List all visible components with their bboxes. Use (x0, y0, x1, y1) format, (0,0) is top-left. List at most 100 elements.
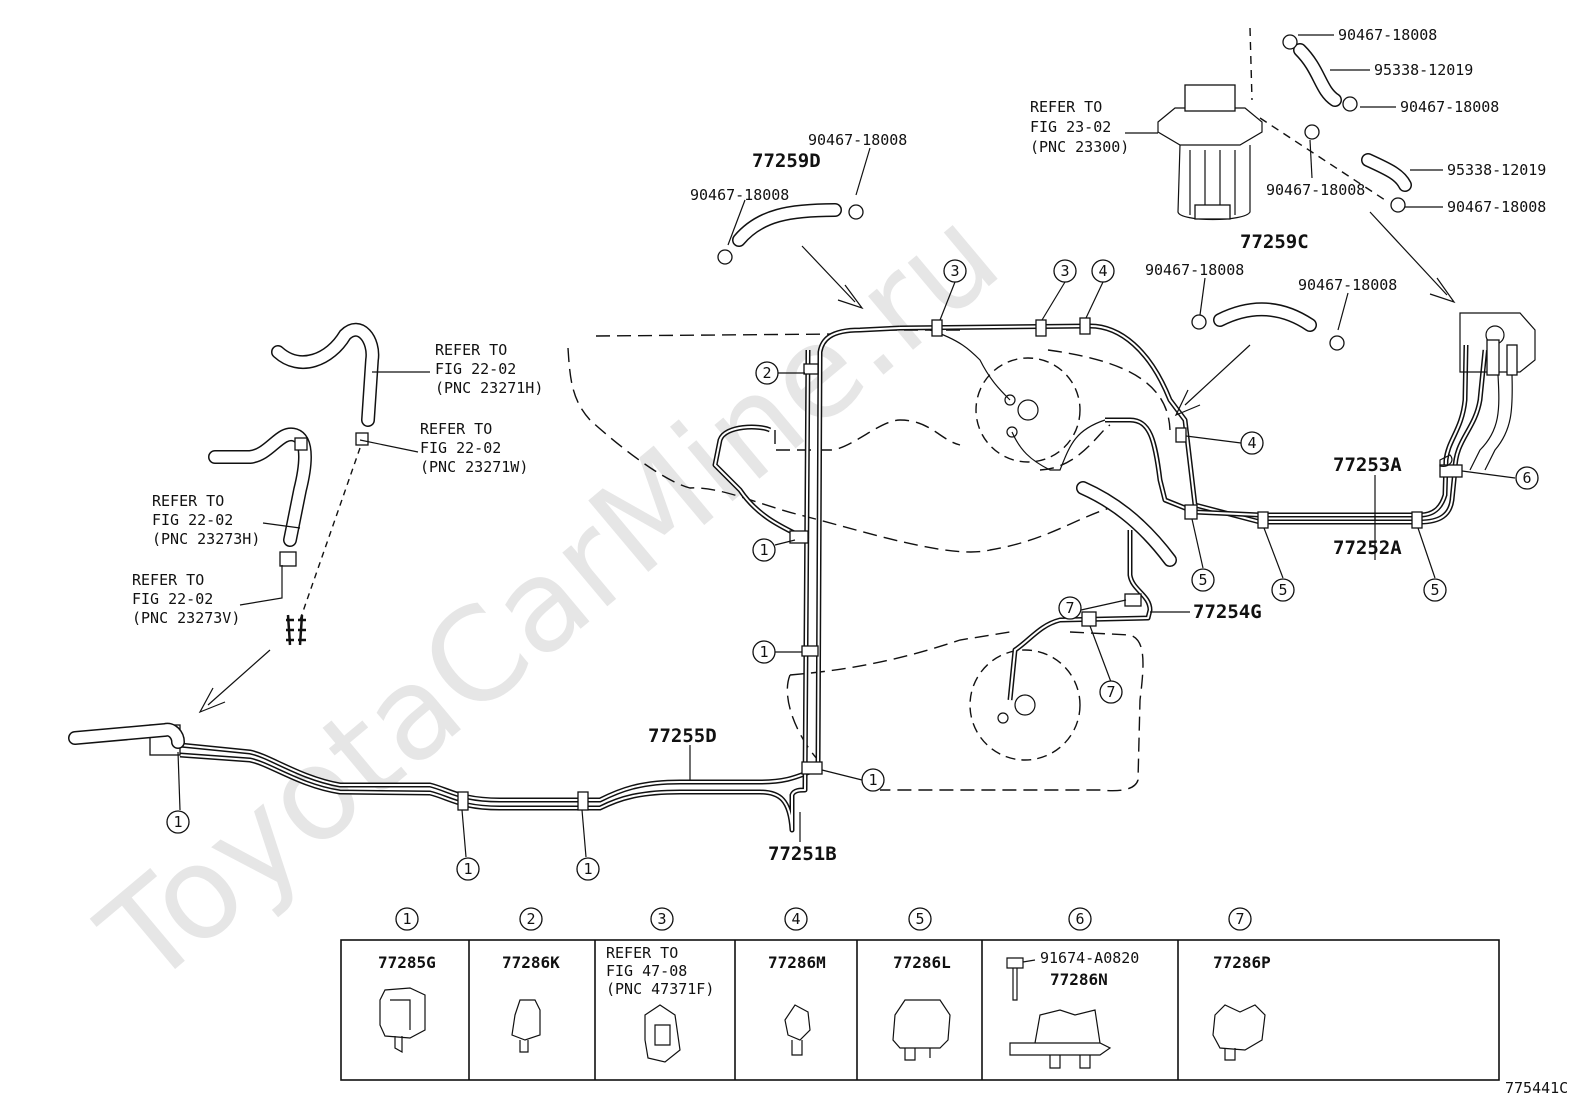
legend-part-77286k: 77286K (502, 953, 560, 972)
callout-1-d: 1 (166, 810, 190, 834)
callout-5-a: 5 (1191, 568, 1215, 592)
legend-part-77286p: 77286P (1213, 953, 1271, 972)
clip-77286m-icon (784, 1004, 811, 1056)
clip-77286n-icon (1009, 1009, 1112, 1069)
fuel-pump-bottom (969, 649, 1081, 761)
clamp-label-6: 90467-18008 (690, 186, 789, 204)
ref-23271w-line2: FIG 22-02 (420, 439, 501, 457)
svg-text:7: 7 (1065, 599, 1074, 617)
clamp-label-8: 90467-18008 (1298, 276, 1397, 294)
callout-1-f: 1 (576, 857, 600, 881)
callouts: 3 3 4 2 4 6 1 5 5 5 7 1 7 1 1 1 1 (166, 259, 1539, 881)
legend-col-6: 6 91674-A0820 77286N (1006, 907, 1139, 1069)
svg-text:5: 5 (1278, 581, 1287, 599)
legend-col-4: 4 77286M (768, 907, 826, 1056)
svg-text:1: 1 (868, 771, 877, 789)
callout-7-b: 7 (1099, 680, 1123, 704)
ref-23271h-line2: FIG 22-02 (435, 360, 516, 378)
ref-23300-line3: (PNC 23300) (1030, 138, 1129, 156)
callout-1-e: 1 (456, 857, 480, 881)
part-labels: REFER TO FIG 22-02 (PNC 23271H) REFER TO… (132, 26, 1546, 865)
hose-label-1: 95338-12019 (1374, 61, 1473, 79)
callout-4-a: 4 (1091, 259, 1115, 283)
fuel-pump-top (975, 357, 1081, 463)
ref-23300-line1: REFER TO (1030, 98, 1102, 116)
legend-bolt-91674-a0820: 91674-A0820 (1040, 949, 1139, 967)
svg-text:5: 5 (915, 910, 924, 928)
svg-text:4: 4 (791, 910, 800, 928)
svg-text:4: 4 (1247, 434, 1256, 452)
callout-4-b: 4 (1240, 431, 1264, 455)
legend-part-77286m: 77286M (768, 953, 826, 972)
ref-23271h-line3: (PNC 23271H) (435, 379, 543, 397)
legend-col-3: 3 REFER TO FIG 47-08 (PNC 47371F) (606, 907, 714, 1063)
callout-1-c: 1 (861, 768, 885, 792)
legend-part-77286n: 77286N (1050, 970, 1108, 989)
svg-text:1: 1 (759, 643, 768, 661)
evap-canister (1157, 84, 1263, 221)
legend-ref-line1: REFER TO (606, 944, 678, 962)
callout-1-b: 1 (752, 640, 776, 664)
callout-1-a: 1 (752, 538, 776, 562)
canister-hoses (732, 43, 1412, 332)
fuel-tank-lower-outline (786, 631, 1144, 792)
part-77251b: 77251B (768, 843, 837, 865)
ref-23300-line2: FIG 23-02 (1030, 118, 1111, 136)
callout-6: 6 (1515, 466, 1539, 490)
hose-clamps (717, 34, 1406, 351)
legend-part-77286l: 77286L (893, 953, 951, 972)
part-77259c: 77259C (1240, 231, 1309, 253)
clamp-label-3: 90467-18008 (1266, 181, 1365, 199)
direction-arrows (198, 211, 1456, 714)
fuel-lines (179, 323, 1488, 833)
clamp-label-4: 90467-18008 (1447, 198, 1546, 216)
callout-7-a: 7 (1058, 596, 1082, 620)
part-77253a: 77253A (1333, 454, 1402, 476)
legend-col-1: 1 77285G (378, 907, 436, 1054)
vent-valve-bracket (1439, 312, 1536, 471)
bolt-icon (1006, 957, 1036, 1001)
clip-77286l-icon (892, 999, 951, 1061)
ref-23273h-line3: (PNC 23273H) (152, 530, 260, 548)
hose-label-2: 95338-12019 (1447, 161, 1546, 179)
svg-text:3: 3 (657, 910, 666, 928)
part-77259d: 77259D (752, 150, 821, 172)
clip-77286p-icon (1212, 1004, 1266, 1061)
ref-23271w-line1: REFER TO (420, 420, 492, 438)
svg-text:6: 6 (1522, 469, 1531, 487)
ref-23273h-line2: FIG 22-02 (152, 511, 233, 529)
callout-3-b: 3 (1053, 259, 1077, 283)
svg-text:5: 5 (1430, 581, 1439, 599)
svg-text:1: 1 (402, 910, 411, 928)
svg-text:7: 7 (1235, 910, 1244, 928)
clamp-label-7: 90467-18008 (1145, 261, 1244, 279)
svg-text:1: 1 (463, 860, 472, 878)
clamp-label-5: 90467-18008 (808, 131, 907, 149)
callout-5-b: 5 (1271, 578, 1295, 602)
clip-77286k-icon (511, 999, 541, 1053)
legend-part-77285g: 77285G (378, 953, 436, 972)
reference-hoses (68, 322, 380, 749)
legend-col-5: 5 77286L (892, 907, 951, 1061)
legend-ref-line2: FIG 47-08 (606, 962, 687, 980)
part-77255d: 77255D (648, 725, 717, 747)
svg-text:6: 6 (1075, 910, 1084, 928)
callout-3-a: 3 (943, 259, 967, 283)
svg-text:1: 1 (173, 813, 182, 831)
svg-text:7: 7 (1106, 683, 1115, 701)
ref-23273h-line1: REFER TO (152, 492, 224, 510)
clamp-label-2: 90467-18008 (1400, 98, 1499, 116)
callout-5-c: 5 (1423, 578, 1447, 602)
svg-text:5: 5 (1198, 571, 1207, 589)
part-77252a: 77252A (1333, 537, 1402, 559)
legend-col-7: 7 77286P (1212, 907, 1271, 1061)
ref-23271h-line1: REFER TO (435, 341, 507, 359)
clip-47371f-icon (644, 1004, 681, 1063)
figure-id: 775441C (1505, 1079, 1568, 1097)
svg-text:2: 2 (526, 910, 535, 928)
svg-text:4: 4 (1098, 262, 1107, 280)
svg-text:2: 2 (762, 364, 771, 382)
leader-lines (177, 34, 1516, 858)
legend-ref-line3: (PNC 47371F) (606, 980, 714, 998)
